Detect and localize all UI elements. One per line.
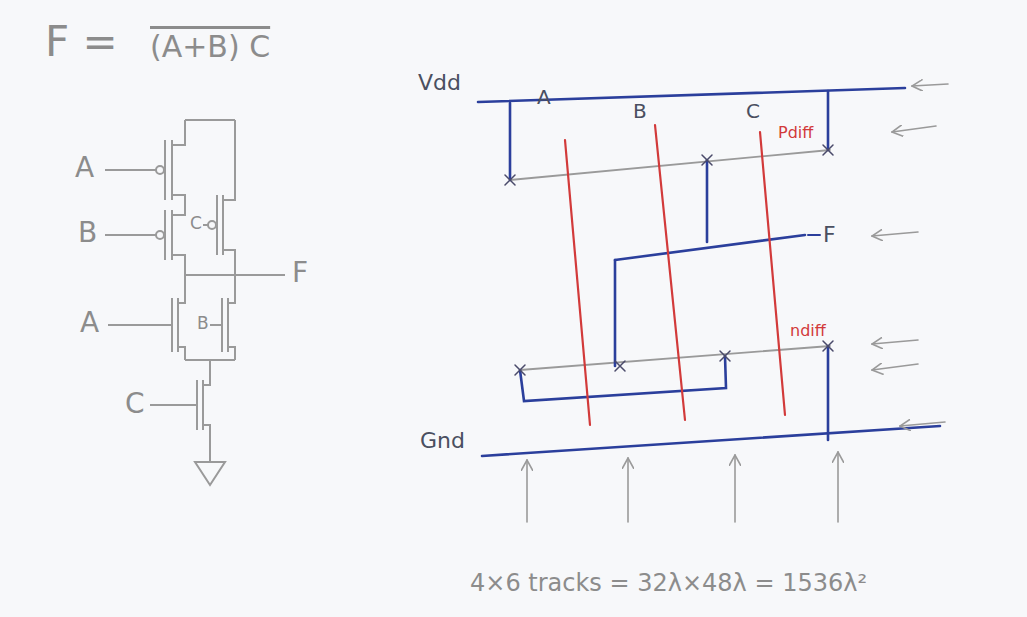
diffusion-label: Pdiff: [778, 124, 813, 142]
gate-label: C: [190, 214, 202, 234]
poly-label: A: [537, 86, 551, 109]
gate-label: B: [197, 314, 209, 334]
gate-label: C: [125, 388, 145, 420]
formula-rhs: (A+B) C: [150, 30, 270, 65]
output-label: F: [292, 257, 308, 289]
diffusion-label: ndiff: [790, 322, 826, 340]
poly-label: C: [746, 100, 760, 123]
output-label: F: [823, 222, 836, 247]
gate-label: A: [80, 307, 99, 339]
rail-label: Gnd: [420, 428, 465, 453]
rail-label: Vdd: [418, 70, 461, 95]
poly-label: B: [633, 100, 647, 123]
cmos-schematic: [105, 120, 285, 485]
gate-label: A: [75, 152, 94, 184]
gate-label: B: [78, 217, 97, 249]
formula-lhs: F =: [45, 18, 118, 66]
layout-sticks: [478, 84, 948, 522]
area-note: 4×6 tracks = 32λ×48λ = 1536λ²: [470, 570, 867, 598]
